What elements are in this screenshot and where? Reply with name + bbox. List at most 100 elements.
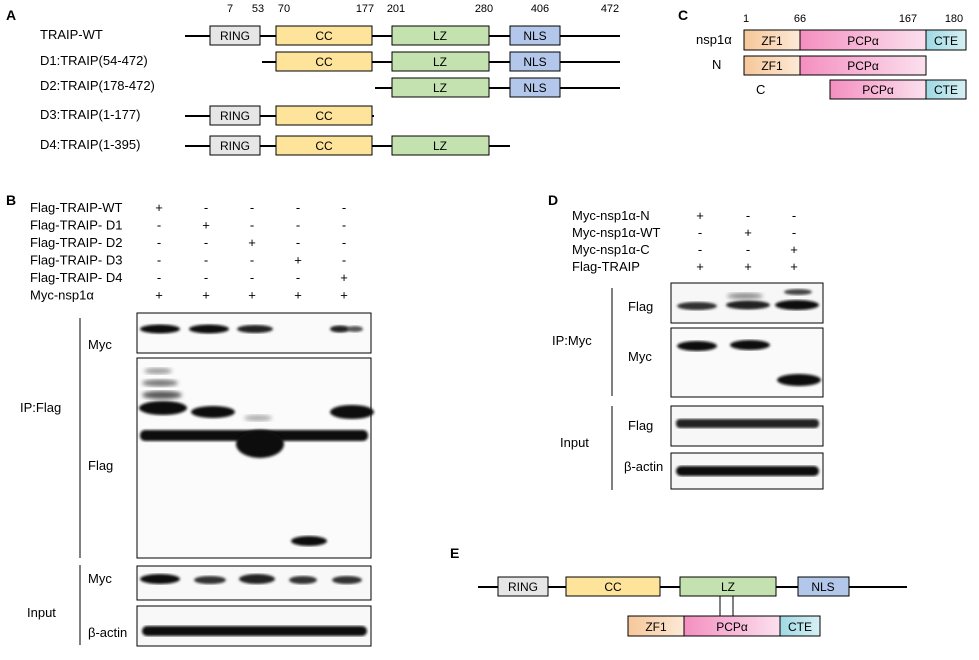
treatment-label: Myc-nsp1α — [30, 288, 94, 303]
domain-nls — [509, 51, 561, 72]
pos-53: 53 — [252, 3, 264, 15]
svg-text:ZF1: ZF1 — [761, 59, 783, 73]
domain-pcpa — [799, 55, 927, 76]
input-label-d: Input — [560, 435, 589, 450]
pos-7: 7 — [227, 3, 233, 15]
svg-text:LZ: LZ — [433, 55, 447, 69]
pos-1: 1 — [743, 13, 749, 25]
construct-d4: D4:TRAIP(1-395) — [40, 137, 140, 152]
treatment-label: Flag-TRAIP- D2 — [30, 235, 122, 250]
blot-label-flag-ip: Flag — [88, 458, 113, 473]
plus-sign: + — [340, 288, 348, 303]
minus-sign: - — [698, 242, 702, 257]
plus-sign: + — [744, 225, 752, 240]
blot-flag-ip — [136, 357, 374, 559]
blot-flag-input-d — [670, 405, 824, 447]
pos-167: 167 — [899, 13, 917, 25]
minus-sign: - — [204, 200, 208, 215]
blot-actin-b — [136, 605, 372, 647]
panel-c-letter: C — [678, 7, 688, 23]
minus-sign: - — [204, 253, 208, 268]
blot-myc-ip — [136, 312, 372, 354]
pos-70: 70 — [278, 3, 290, 15]
minus-sign: - — [342, 235, 346, 250]
minus-sign: - — [157, 270, 161, 285]
minus-sign: - — [204, 270, 208, 285]
minus-sign: - — [296, 235, 300, 250]
domain-ring — [209, 105, 261, 126]
minus-sign: - — [342, 253, 346, 268]
minus-sign: - — [746, 208, 750, 223]
domain-ring — [209, 135, 261, 156]
treatment-label: Flag-TRAIP- D3 — [30, 253, 122, 268]
minus-sign: - — [698, 225, 702, 240]
plus-sign: + — [340, 270, 348, 285]
minus-sign: - — [746, 242, 750, 257]
panel-d-treatment-table: Myc-nsp1α-N+--Myc-nsp1α-WT-+-Myc-nsp1α-C… — [572, 208, 798, 274]
svg-text:RING: RING — [220, 139, 250, 153]
panel-a-letter: A — [6, 7, 16, 23]
domain-nls — [509, 25, 561, 46]
construct-d3: D3:TRAIP(1-177) — [40, 107, 140, 122]
plus-sign: + — [202, 218, 210, 233]
minus-sign: - — [250, 200, 254, 215]
domain-cte — [779, 615, 821, 637]
plus-sign: + — [790, 259, 798, 274]
construct-d2: D2:TRAIP(178-472) — [40, 78, 155, 93]
domain-ring — [497, 576, 549, 597]
domain-cc — [275, 135, 373, 156]
blot-label-myc-ip: Myc — [88, 337, 112, 352]
minus-sign: - — [296, 218, 300, 233]
svg-text:PCPα: PCPα — [862, 83, 894, 97]
treatment-label: Myc-nsp1α-N — [572, 208, 650, 223]
treatment-label: Flag-TRAIP- D4 — [30, 270, 122, 285]
pos-406: 406 — [531, 3, 549, 15]
minus-sign: - — [250, 270, 254, 285]
svg-text:LZ: LZ — [721, 580, 735, 594]
blot-label-myc-input: Myc — [88, 571, 112, 586]
blot-label-actin-b: β-actin — [88, 625, 127, 640]
minus-sign: - — [296, 200, 300, 215]
pos-201: 201 — [387, 3, 405, 15]
panel-e: E RING CC LZ NLS ZF1 PCPα CTE — [450, 545, 907, 637]
plus-sign: + — [696, 259, 704, 274]
blot-label-myc-ip-d: Myc — [628, 349, 652, 364]
domain-cte — [925, 29, 967, 51]
construct-nsp1a: nsp1α — [696, 32, 732, 47]
panel-d-letter: D — [548, 192, 558, 208]
svg-text:PCPα: PCPα — [716, 620, 748, 634]
panel-d: D Myc-nsp1α-N+--Myc-nsp1α-WT-+-Myc-nsp1α… — [548, 192, 824, 490]
domain-nls — [797, 576, 850, 597]
treatment-label: Flag-TRAIP- D1 — [30, 218, 122, 233]
treatment-label: Flag-TRAIP — [572, 259, 640, 274]
svg-text:CTE: CTE — [788, 620, 812, 634]
blot-flag-ip-d — [670, 282, 824, 324]
blot-myc-ip-d — [670, 327, 824, 398]
panel-b-letter: B — [6, 192, 16, 208]
minus-sign: - — [792, 208, 796, 223]
plus-sign: + — [248, 235, 256, 250]
svg-text:NLS: NLS — [523, 81, 546, 95]
domain-cc — [275, 25, 373, 46]
plus-sign: + — [294, 253, 302, 268]
minus-sign: - — [250, 218, 254, 233]
svg-text:CC: CC — [315, 109, 333, 123]
minus-sign: - — [342, 218, 346, 233]
panel-b: B Flag-TRAIP-WT+----Flag-TRAIP- D1-+---F… — [6, 192, 374, 647]
domain-ring — [209, 25, 261, 46]
plus-sign: + — [744, 259, 752, 274]
svg-text:ZF1: ZF1 — [761, 34, 783, 48]
svg-text:CTE: CTE — [934, 83, 958, 97]
svg-text:CTE: CTE — [934, 34, 958, 48]
minus-sign: - — [157, 218, 161, 233]
svg-text:NLS: NLS — [523, 29, 546, 43]
construct-n: N — [712, 57, 721, 72]
pos-472: 472 — [601, 3, 619, 15]
svg-text:CC: CC — [315, 29, 333, 43]
domain-lz — [679, 576, 777, 597]
pos-180: 180 — [945, 13, 963, 25]
ip-myc-label: IP:Myc — [552, 333, 592, 348]
ip-flag-label: IP:Flag — [20, 400, 61, 415]
svg-text:NLS: NLS — [811, 580, 834, 594]
